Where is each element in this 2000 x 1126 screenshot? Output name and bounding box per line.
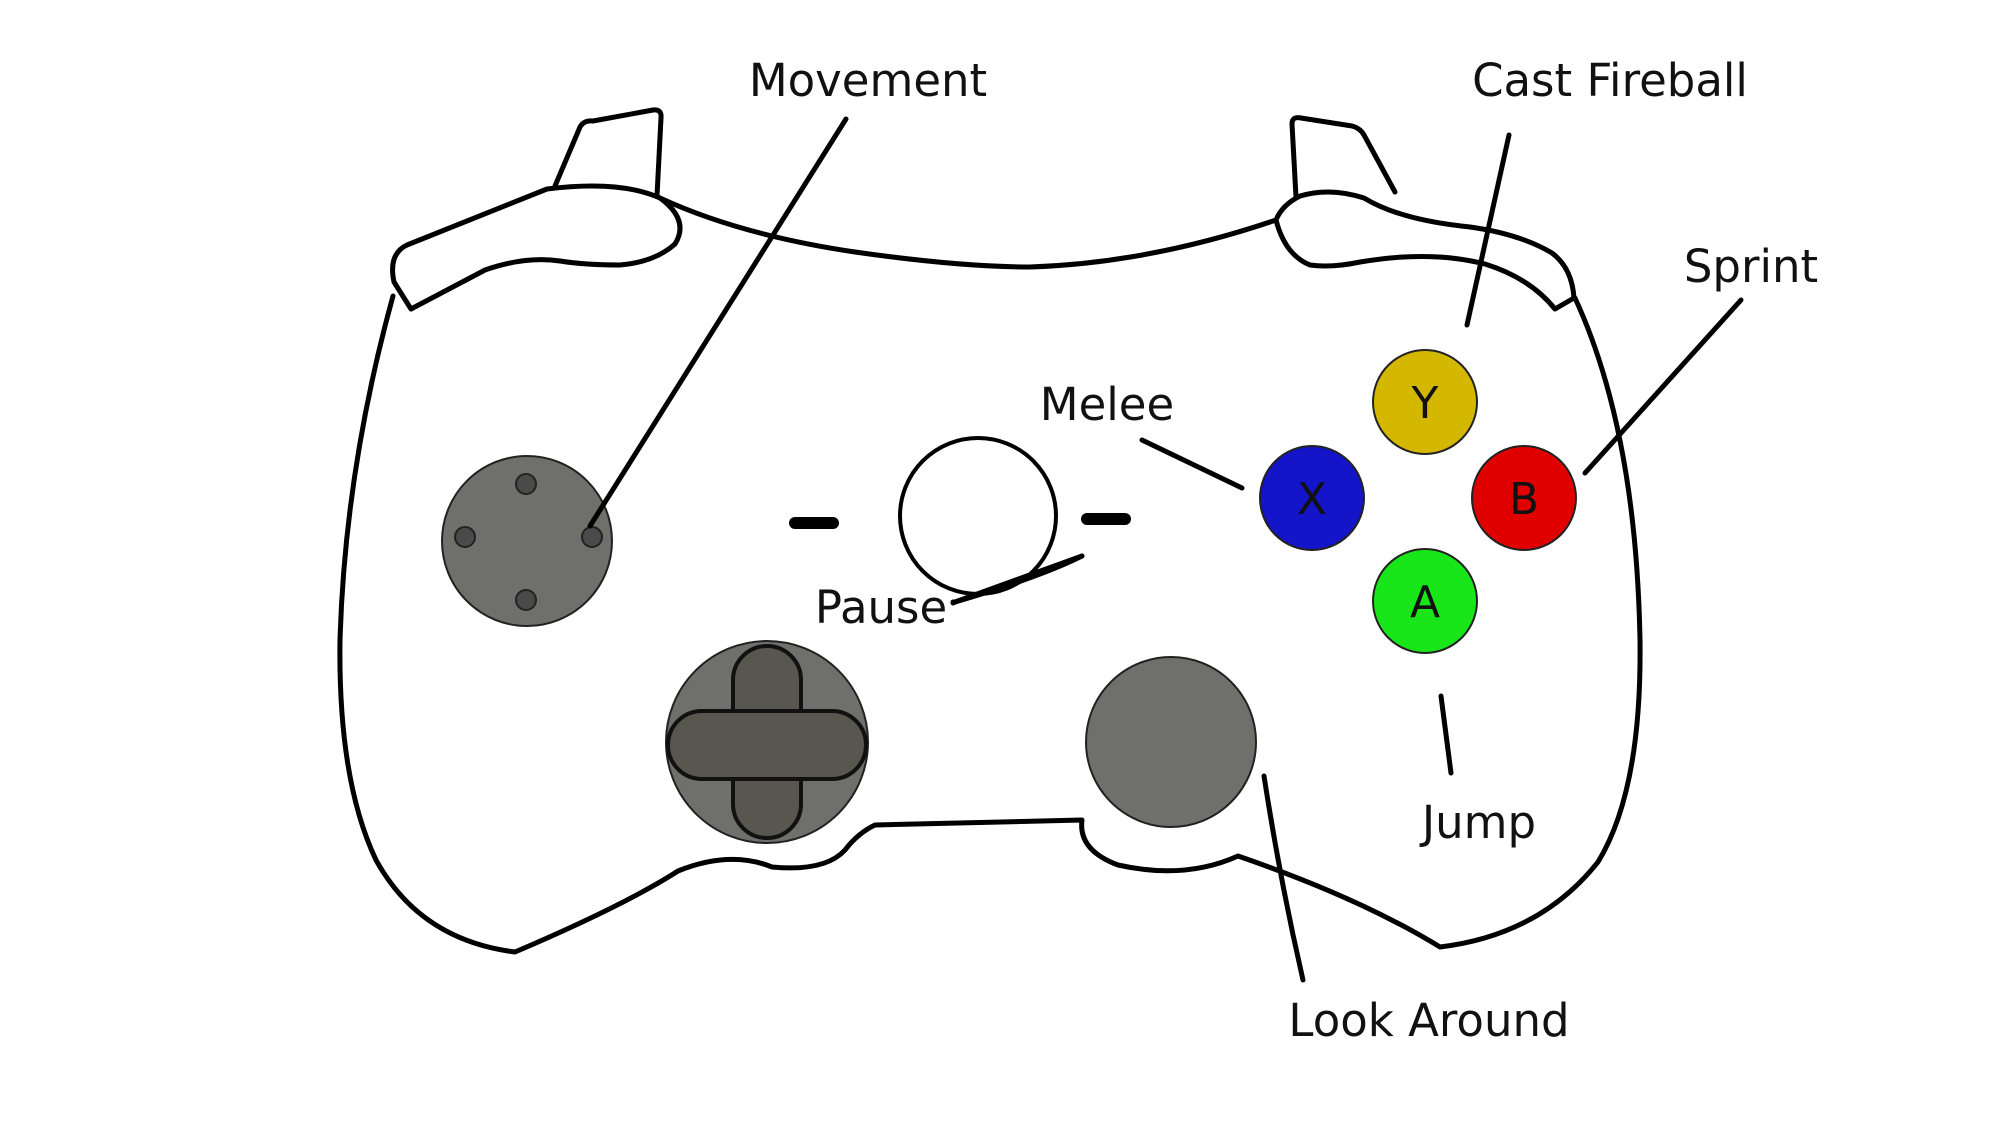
right-trigger: [1289, 115, 1398, 200]
direction-dot-icon: [454, 526, 476, 548]
y-button[interactable]: Y: [1372, 349, 1478, 455]
b-button-cap: [1471, 445, 1577, 551]
sprint-label: Sprint: [1684, 240, 1818, 293]
right-thumbstick[interactable]: [1085, 656, 1257, 828]
movement-label: Movement: [749, 54, 987, 107]
x-button-letter: X: [1297, 474, 1327, 525]
y-button-letter: Y: [1411, 378, 1439, 429]
pause-leader-main: [952, 553, 1085, 605]
movement-leader-line: [587, 116, 849, 529]
b-button-letter: B: [1509, 474, 1539, 525]
x-button[interactable]: X: [1259, 445, 1365, 551]
b-button[interactable]: B: [1471, 445, 1577, 551]
left-stick-cap: [441, 455, 613, 627]
a-button-letter: A: [1410, 577, 1440, 628]
left-trigger: [552, 107, 664, 199]
pause-label: Pause: [815, 581, 947, 634]
look-around-leader-line: [1261, 773, 1306, 983]
direction-dot-icon: [515, 589, 537, 611]
cast-fireball-label: Cast Fireball: [1472, 54, 1748, 107]
guide-button[interactable]: [898, 436, 1058, 596]
dpad[interactable]: [665, 640, 869, 844]
a-button-cap: [1372, 548, 1478, 654]
cast-fireball-leader-line: [1464, 132, 1512, 328]
y-button-cap: [1372, 349, 1478, 455]
melee-leader-line: [1139, 437, 1245, 491]
sprint-leader-line: [1582, 297, 1744, 476]
direction-dot-icon: [581, 526, 603, 548]
dpad-horizontal: [666, 709, 868, 781]
direction-dot-icon: [515, 473, 537, 495]
left-bumper: [390, 183, 683, 312]
melee-label: Melee: [1040, 378, 1174, 431]
controller-body: [337, 293, 1643, 955]
controller-top-edge: [657, 195, 1279, 270]
jump-leader-line: [1438, 693, 1454, 776]
jump-label: Jump: [1419, 796, 1536, 849]
look-around-label: Look Around: [1288, 994, 1569, 1047]
right-bumper: [1273, 189, 1577, 312]
a-button[interactable]: A: [1372, 548, 1478, 654]
left-thumbstick[interactable]: [441, 455, 613, 627]
x-button-cap: [1259, 445, 1365, 551]
